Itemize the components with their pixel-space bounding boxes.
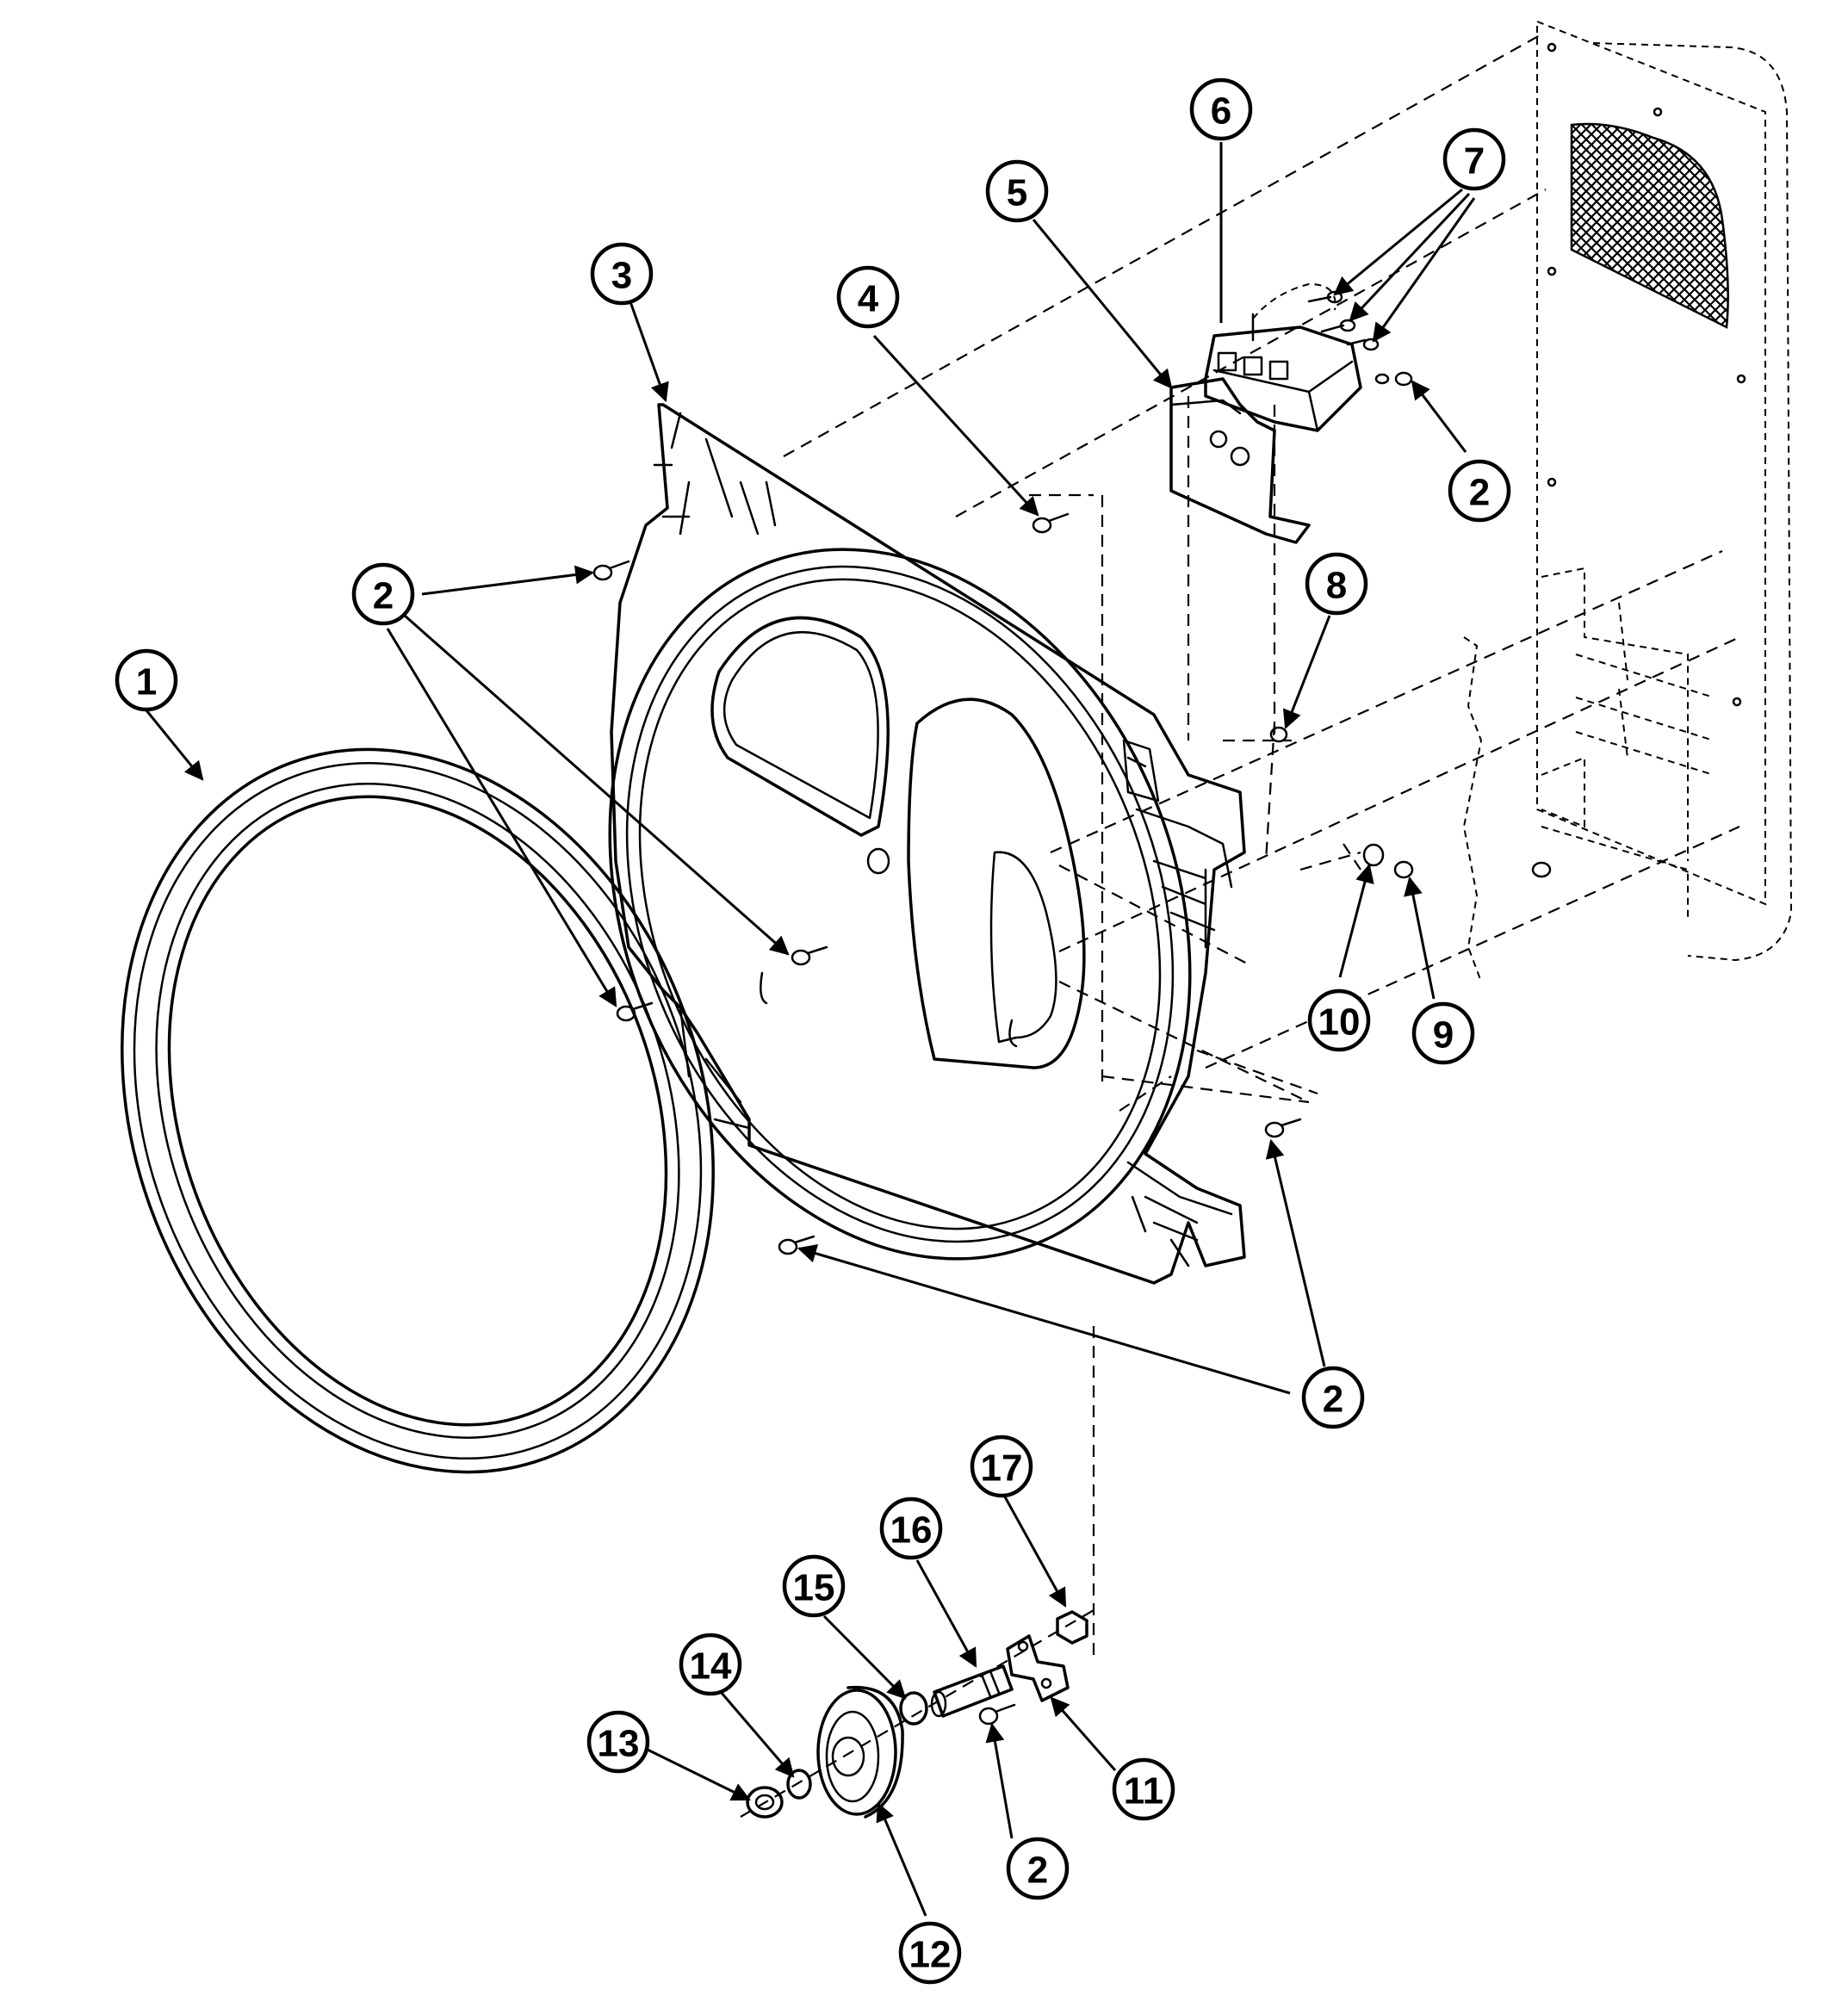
front-bulkhead [608, 403, 1246, 1285]
roller-bracket [1006, 1634, 1070, 1702]
callout-4: 4 [836, 265, 900, 329]
washer [1362, 843, 1385, 867]
callout-2-top-right: 2 [1448, 459, 1511, 523]
roller-wheel [816, 1685, 904, 1819]
screw [1531, 861, 1552, 878]
callout-11: 11 [1112, 1757, 1175, 1821]
callout-10: 10 [1307, 988, 1371, 1052]
callout-5: 5 [985, 159, 1049, 223]
callouts: 1 2 2 2 2 2 3 4 5 [115, 77, 1511, 1985]
callout-label-7: 7 [1464, 140, 1485, 183]
callout-label-2: 2 [1027, 1850, 1048, 1892]
screw [1393, 860, 1414, 879]
callout-label-5: 5 [1007, 172, 1027, 214]
callout-label-12: 12 [909, 1934, 952, 1976]
screw [791, 945, 828, 966]
callout-label-2: 2 [1469, 472, 1490, 514]
cabinet-outline [783, 34, 1740, 1662]
callout-label-2: 2 [373, 575, 394, 617]
terminal-block-assembly [1169, 282, 1413, 544]
callout-label-10: 10 [1318, 1001, 1361, 1044]
drum-roller-assembly [740, 1609, 1095, 1819]
callout-16: 16 [879, 1497, 943, 1560]
rear-cabinet-panel [1462, 20, 1793, 982]
screw [1264, 1118, 1302, 1138]
thrust-washer [786, 1769, 812, 1800]
callout-label-9: 9 [1433, 1014, 1454, 1057]
bracket-screw [978, 1703, 1016, 1726]
callout-label-3: 3 [611, 255, 632, 297]
callout-label-6: 6 [1211, 90, 1231, 133]
retaining-ring [746, 1786, 784, 1819]
screw [616, 1001, 654, 1022]
callout-12: 12 [898, 1921, 962, 1985]
roller-shaft [930, 1664, 1014, 1718]
screw [1032, 512, 1070, 534]
roller-washer [899, 1691, 928, 1726]
callout-15: 15 [782, 1554, 846, 1618]
callout-6: 6 [1189, 77, 1253, 141]
callout-13: 13 [586, 1710, 650, 1774]
callout-3: 3 [590, 242, 654, 306]
screw [778, 1235, 815, 1255]
bulkhead-screws [592, 512, 1552, 1255]
door-seal-ring [121, 747, 715, 1474]
leader-lines [145, 142, 1476, 1917]
callout-label-15: 15 [793, 1567, 835, 1609]
callout-7: 7 [1442, 127, 1506, 191]
callout-label-13: 13 [598, 1723, 640, 1765]
callout-9: 9 [1411, 1001, 1475, 1065]
callout-label-16: 16 [890, 1509, 933, 1552]
hex-nut [1056, 1610, 1088, 1645]
callout-1: 1 [115, 648, 178, 712]
callout-17: 17 [970, 1435, 1033, 1498]
callout-2-middle-right: 2 [1301, 1366, 1365, 1429]
callout-14: 14 [679, 1633, 742, 1696]
screw [1269, 726, 1288, 743]
callout-label-14: 14 [690, 1645, 732, 1688]
callout-label-1: 1 [136, 661, 157, 703]
callout-2-bottom: 2 [1006, 1837, 1070, 1900]
screw [592, 560, 630, 581]
callout-label-2: 2 [1323, 1379, 1343, 1421]
callout-label-17: 17 [981, 1447, 1023, 1490]
callout-label-11: 11 [1124, 1770, 1164, 1813]
callout-2-left: 2 [351, 562, 415, 626]
callout-8: 8 [1305, 552, 1368, 616]
callout-label-4: 4 [858, 278, 879, 320]
callout-label-8: 8 [1326, 565, 1347, 607]
